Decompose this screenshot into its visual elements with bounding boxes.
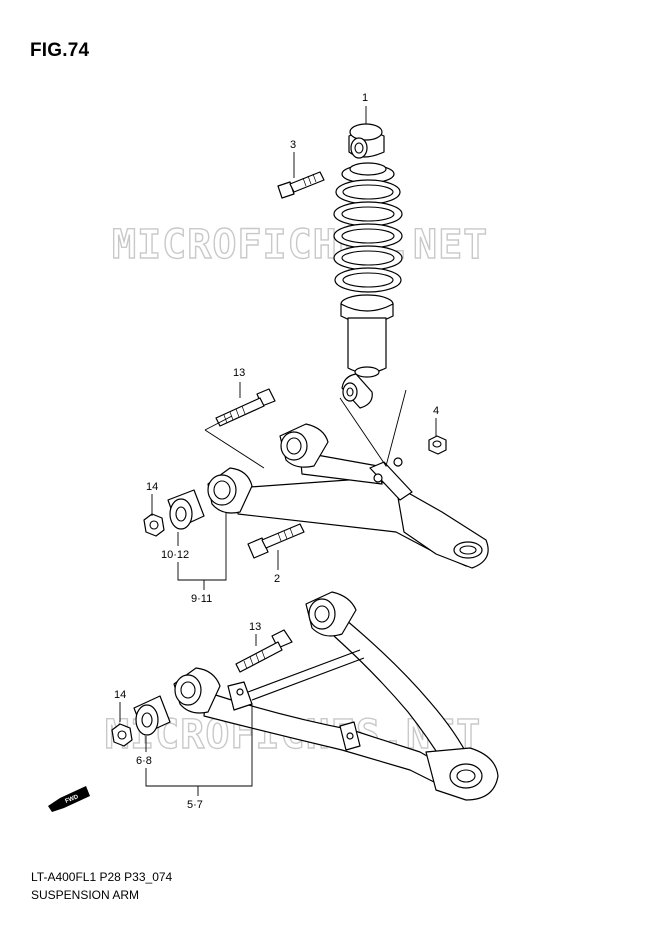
- bushing-6-8[interactable]: [133, 695, 171, 736]
- fwd-label: FWD: [65, 794, 81, 805]
- figure-name: SUSPENSION ARM: [31, 888, 140, 902]
- callout-3: 3: [290, 139, 296, 151]
- nut-4[interactable]: [428, 435, 447, 455]
- bolt-2[interactable]: [247, 523, 305, 559]
- callout-14-lower: 14: [114, 689, 126, 701]
- callout-1: 1: [362, 92, 368, 104]
- bolt-13-upper[interactable]: [215, 388, 276, 427]
- callout-13-upper: 13: [233, 367, 245, 379]
- callout-13-lower: 13: [249, 621, 261, 633]
- figure-title: FIG.74: [30, 40, 90, 61]
- callout-5-7: 5·7: [187, 799, 203, 811]
- bushing-10-12[interactable]: [167, 489, 205, 530]
- callout-10-12: 10·12: [161, 549, 189, 561]
- callout-9-11: 9·11: [191, 593, 212, 605]
- bolt-3[interactable]: [277, 171, 325, 199]
- callout-4: 4: [433, 405, 439, 417]
- callout-6-8: 6·8: [136, 755, 152, 767]
- watermark-upper: MICROFICHES.NET: [112, 222, 488, 268]
- callout-14-upper: 14: [146, 481, 158, 493]
- bolt-13-lower[interactable]: [235, 629, 293, 673]
- shock-absorber[interactable]: [333, 123, 403, 409]
- nut-14-lower[interactable]: [111, 723, 133, 747]
- upper-suspension-arm[interactable]: [207, 423, 489, 569]
- nut-14-upper[interactable]: [143, 513, 165, 537]
- lower-suspension-arm[interactable]: [173, 591, 499, 801]
- callout-2: 2: [274, 573, 280, 585]
- figure-code: LT-A400FL1 P28 P33_074: [31, 870, 173, 884]
- forward-direction-icon: FWD: [48, 786, 90, 812]
